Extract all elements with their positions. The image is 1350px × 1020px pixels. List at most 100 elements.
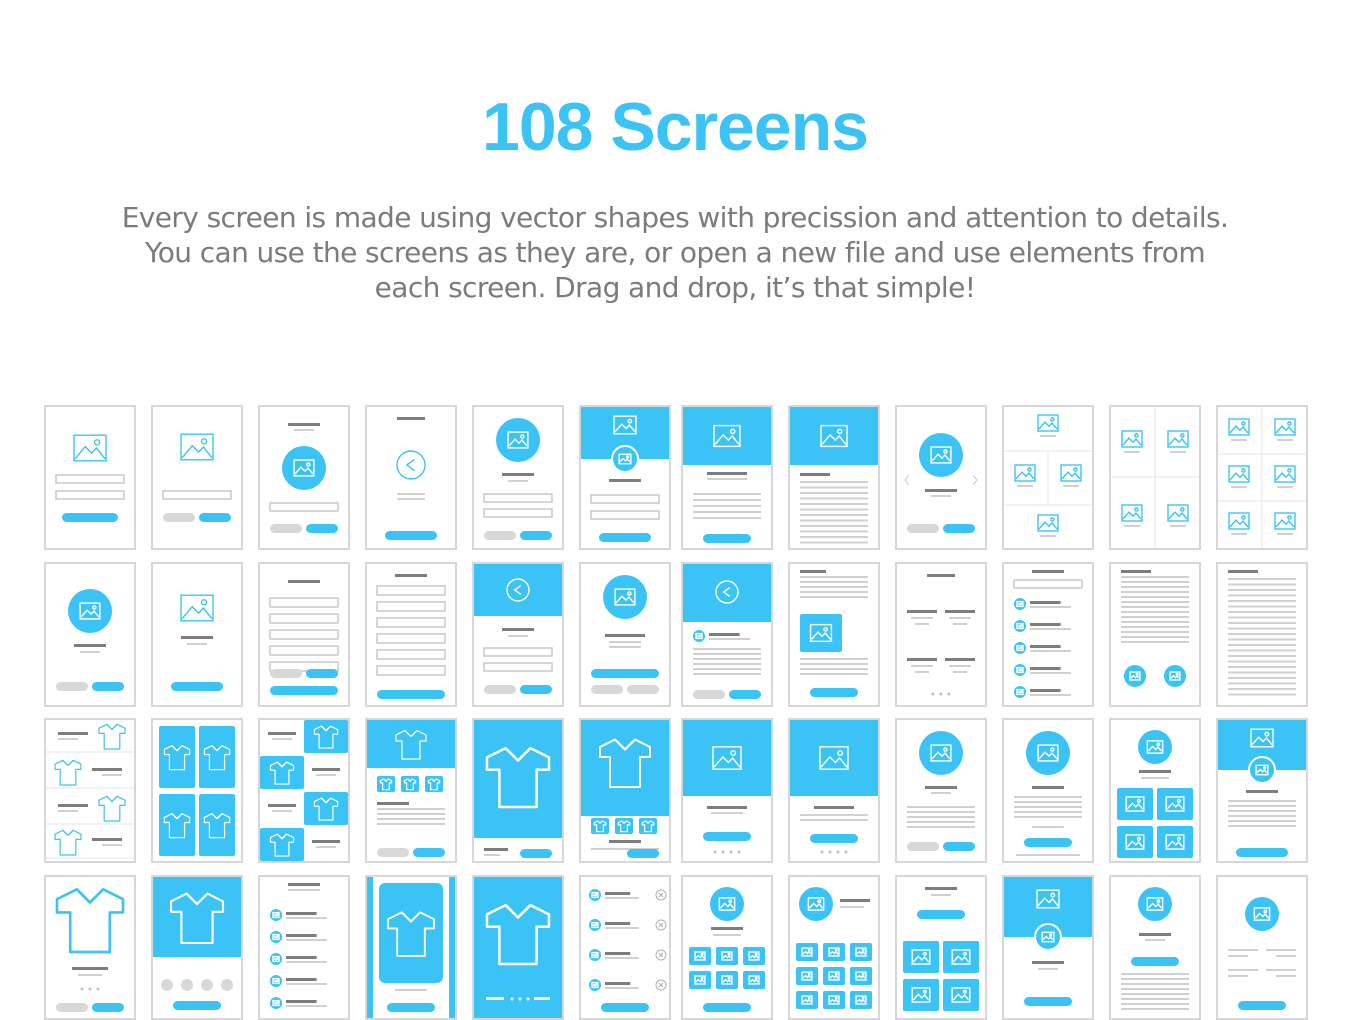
screen-wireframe — [1004, 877, 1092, 1006]
screen-thumbnail — [788, 875, 880, 1020]
avatar — [1034, 923, 1062, 951]
block — [1170, 451, 1186, 453]
color-swatch — [161, 979, 173, 991]
block — [707, 806, 747, 809]
screen-thumbnail — [44, 405, 136, 550]
screen-wireframe — [689, 887, 765, 1012]
screen-thumbnail — [1216, 562, 1308, 707]
block — [800, 497, 868, 500]
image-icon — [828, 947, 840, 957]
block — [1121, 998, 1189, 1000]
avatar — [1164, 665, 1186, 687]
block — [609, 840, 641, 843]
block — [1017, 485, 1033, 487]
block — [1277, 533, 1293, 535]
block — [605, 897, 639, 899]
block — [689, 947, 711, 965]
avatar — [1138, 730, 1172, 764]
shirt-icon — [485, 903, 551, 966]
pager-dot — [828, 850, 832, 854]
block — [1231, 533, 1247, 535]
screen-thumbnail — [579, 562, 671, 707]
block — [605, 927, 639, 929]
pager-dot — [820, 850, 824, 854]
avatar — [710, 887, 744, 921]
screen-thumbnail — [151, 405, 243, 550]
image-icon — [1274, 418, 1296, 436]
block — [397, 493, 425, 495]
image-icon — [721, 951, 733, 961]
shirt-icon — [593, 820, 607, 833]
image-icon — [1274, 465, 1296, 483]
image-icon — [1037, 744, 1059, 762]
screen-wireframe — [260, 720, 348, 861]
input-field — [55, 474, 125, 484]
button-pill — [943, 842, 975, 851]
avatar — [1248, 756, 1276, 784]
button-pill — [163, 513, 195, 522]
block — [1121, 570, 1151, 573]
image-icon — [1037, 514, 1059, 532]
image-icon — [1167, 504, 1189, 522]
screen-wireframe — [270, 883, 327, 1009]
input-field — [162, 490, 232, 500]
block — [1124, 525, 1140, 527]
screen-wireframe — [581, 720, 669, 858]
block — [1228, 578, 1296, 580]
block — [534, 997, 550, 1000]
button-pill — [387, 1003, 435, 1012]
image-icon — [694, 975, 706, 985]
button-pill — [413, 848, 445, 857]
image-icon — [1167, 430, 1189, 448]
pager-dot — [80, 987, 84, 991]
button-pill — [810, 834, 858, 843]
block — [1228, 594, 1296, 597]
block — [1228, 638, 1296, 641]
screen-wireframe — [153, 877, 241, 1010]
block — [850, 943, 872, 961]
block — [591, 848, 659, 850]
button-pill — [601, 1003, 649, 1012]
block — [1266, 949, 1296, 951]
block — [1231, 486, 1247, 488]
button-pill — [627, 849, 659, 858]
button-pill — [591, 669, 659, 678]
image-icon — [855, 971, 867, 981]
avatar — [1138, 887, 1172, 921]
image-icon — [1121, 504, 1143, 522]
button-pill — [693, 690, 725, 699]
image-icon — [1165, 796, 1185, 812]
screen-thumbnail — [895, 562, 987, 707]
block — [1117, 826, 1153, 858]
block — [379, 883, 443, 983]
block — [1228, 810, 1296, 812]
close-icon — [655, 919, 667, 931]
block — [288, 883, 320, 886]
block — [693, 517, 761, 519]
image-icon — [1060, 464, 1082, 482]
block — [1157, 788, 1193, 820]
screen-wireframe — [269, 423, 339, 533]
block — [260, 756, 304, 789]
block — [1014, 816, 1082, 818]
block — [911, 665, 933, 667]
block — [286, 917, 327, 919]
image-icon — [951, 949, 971, 965]
input-field — [376, 633, 446, 644]
block — [474, 877, 562, 1018]
block — [1228, 800, 1296, 802]
image-icon — [1146, 897, 1164, 911]
screen-thumbnail — [579, 718, 671, 863]
screen-thumbnail — [1109, 875, 1201, 1020]
screen-wireframe — [683, 407, 771, 543]
image-icon — [1253, 907, 1271, 921]
block — [486, 997, 504, 1000]
block — [911, 617, 933, 619]
image-icon — [180, 433, 214, 461]
button-pill — [171, 682, 223, 691]
button-pill — [92, 1003, 124, 1012]
block — [1139, 933, 1171, 936]
screen-thumbnail — [151, 562, 243, 707]
block — [1121, 586, 1189, 588]
block — [1121, 621, 1189, 623]
